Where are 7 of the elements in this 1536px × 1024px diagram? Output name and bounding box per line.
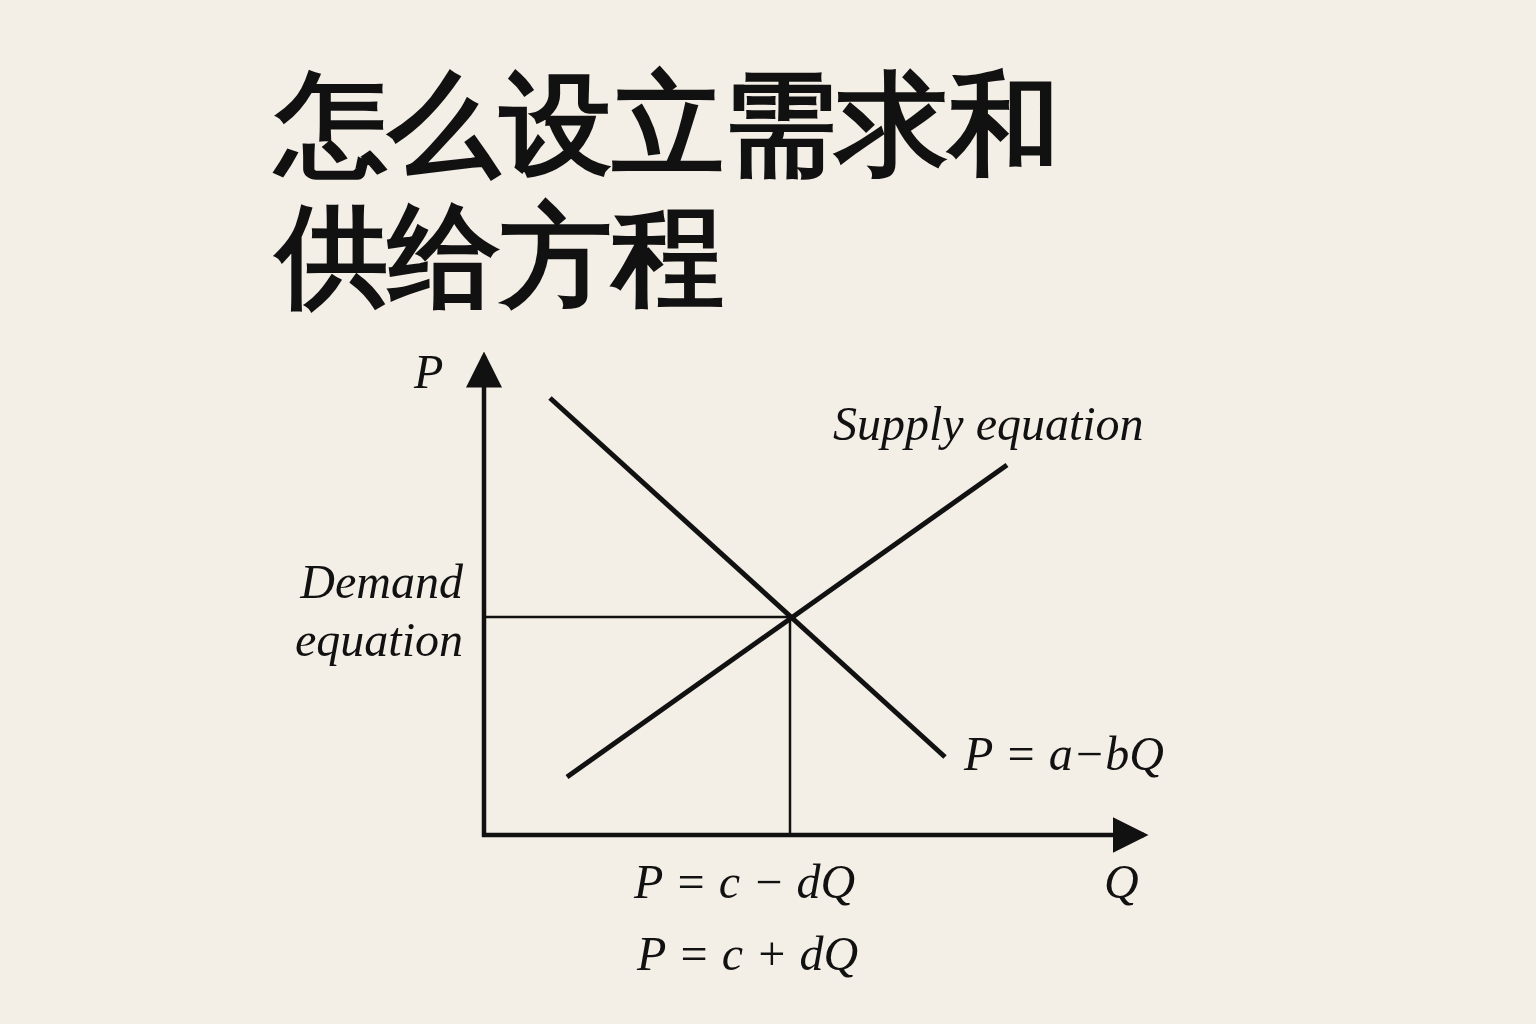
equation-label: P = c + dQ bbox=[637, 926, 859, 982]
equation-label: P = c − dQ bbox=[634, 854, 856, 910]
axis-label: P bbox=[414, 344, 444, 400]
axis-label: Q bbox=[1104, 854, 1139, 910]
equation-label: P = a−bQ bbox=[964, 726, 1164, 782]
curve-label: Demand equation bbox=[294, 554, 463, 668]
curve-label: Supply equation bbox=[833, 396, 1144, 452]
